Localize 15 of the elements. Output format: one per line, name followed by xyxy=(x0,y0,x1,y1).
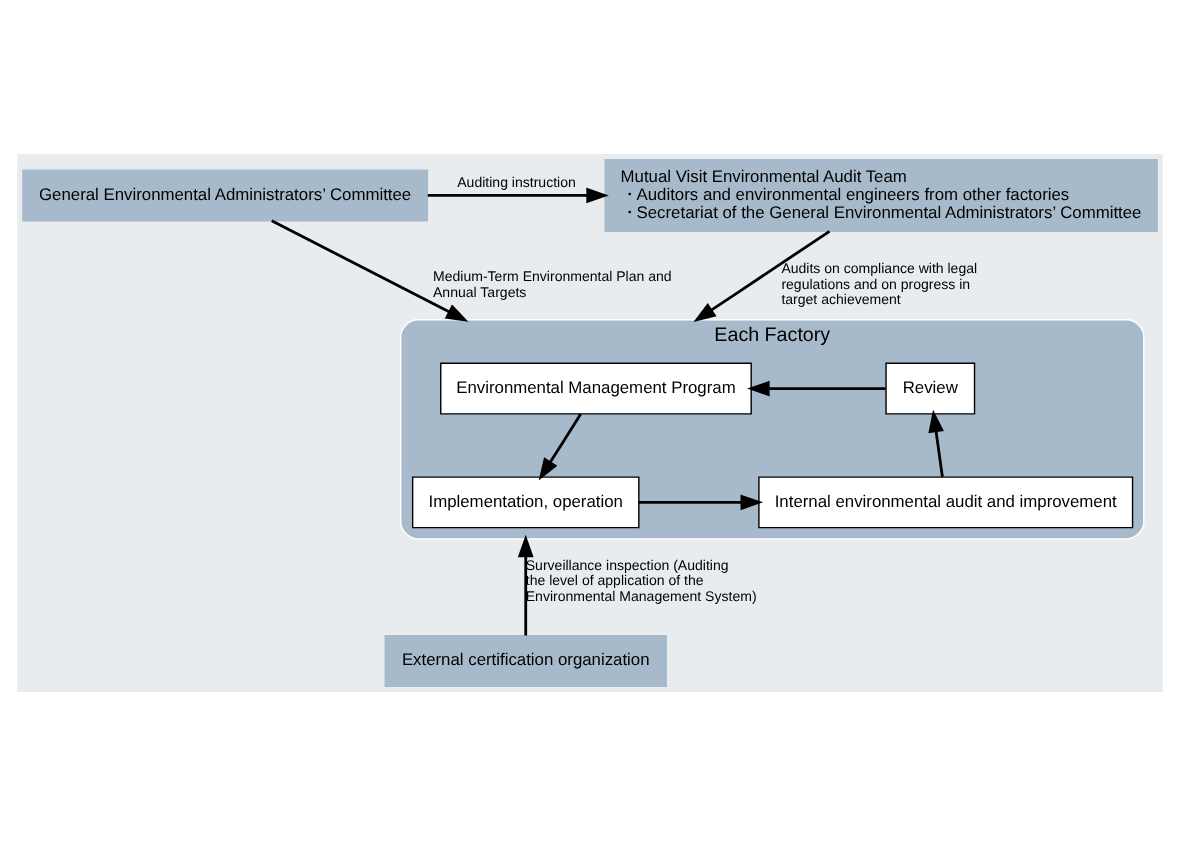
arrow xyxy=(517,533,534,635)
node-box: Internal environmental audit and improvement xyxy=(758,475,1134,528)
node-box: Review xyxy=(885,361,976,414)
arrow xyxy=(427,186,609,203)
node-box: General Environmental Administrators’ Committee xyxy=(22,168,429,221)
node-box: External certification organization xyxy=(384,634,667,687)
arrow xyxy=(693,229,831,322)
arrow xyxy=(747,379,886,396)
node-box: Environmental Management Program xyxy=(440,361,752,414)
arrow xyxy=(538,412,582,480)
arrow xyxy=(638,493,764,510)
node-box: Mutual Visit Environmental Audit Team ・Auditors and environmental engineers from other factories ・Secretariat of the General Environmental Administrators’ Committee xyxy=(604,157,1158,231)
node-box: Implementation, operation xyxy=(411,475,640,528)
arrow xyxy=(928,408,944,477)
arrow xyxy=(271,218,469,321)
